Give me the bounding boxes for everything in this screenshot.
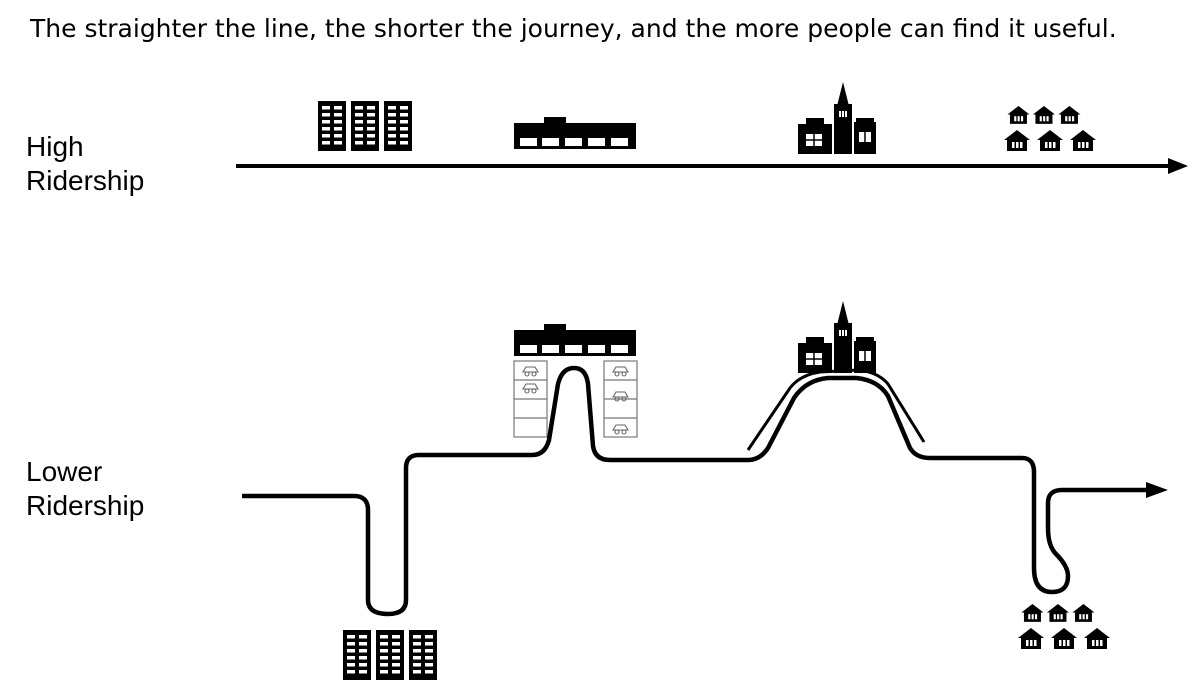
apartment-buildings-icon — [343, 630, 437, 680]
car-icon — [522, 366, 539, 377]
lower-ridership-label-line1: Lower — [26, 456, 103, 487]
parking-lot-icon — [513, 360, 638, 438]
car-icon — [612, 424, 629, 435]
shopping-mall-icon — [514, 117, 636, 149]
caption: The straighter the line, the shorter the… — [30, 14, 1117, 43]
winding-route-line — [242, 365, 1148, 617]
high-ridership-label-line1: High — [26, 131, 84, 162]
apartment-buildings-icon — [318, 101, 412, 151]
downtown-church-icon — [797, 300, 877, 374]
downtown-church-icon — [797, 81, 877, 155]
straight-route-arrowhead — [1168, 158, 1188, 174]
car-icon — [612, 366, 629, 377]
high-ridership-label-line2: Ridership — [26, 165, 145, 196]
suburban-houses-icon — [1018, 604, 1110, 649]
lower-ridership-label: Lower Ridership — [26, 455, 144, 523]
winding-route-arrowhead — [1146, 482, 1168, 498]
car-icon — [522, 383, 539, 394]
suburban-houses-icon — [1004, 106, 1096, 151]
high-ridership-label: High Ridership — [26, 130, 144, 198]
car-icon — [612, 391, 629, 402]
shopping-mall-icon — [514, 324, 636, 356]
lower-ridership-label-line2: Ridership — [26, 490, 145, 521]
